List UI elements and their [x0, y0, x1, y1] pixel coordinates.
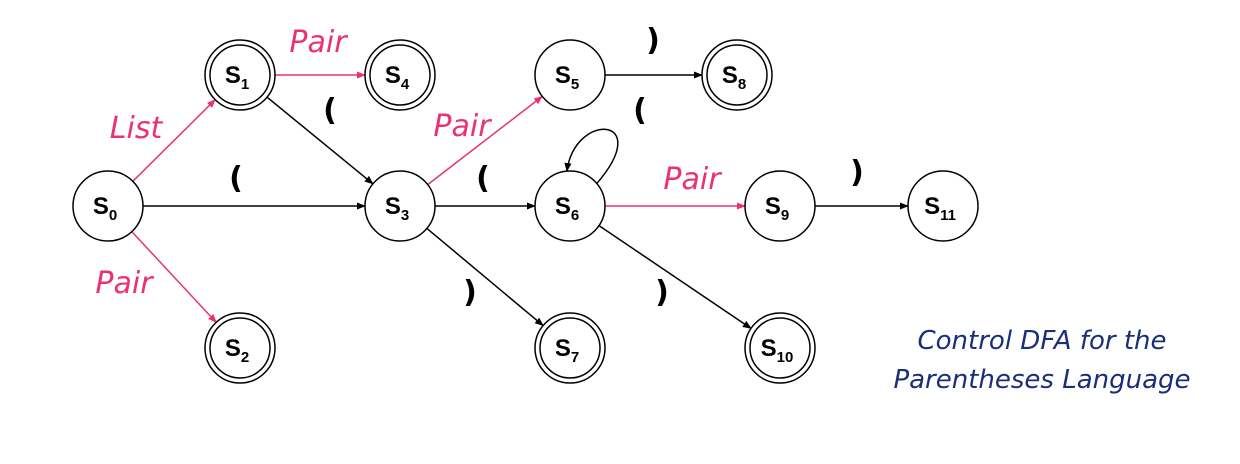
state-label-subscript: 3	[401, 207, 409, 224]
state-label: S11	[924, 193, 956, 224]
state-label-subscript: 9	[781, 207, 789, 224]
state-circle	[534, 39, 606, 111]
state-label-base: S	[385, 62, 401, 89]
transition-label-s1-s3: (	[323, 93, 337, 128]
transition-label-s1-s4: Pair	[289, 25, 348, 60]
accepting-ring	[706, 44, 768, 106]
transition-s6-s10	[598, 224, 752, 330]
state-label-subscript: 6	[571, 207, 579, 224]
state-label-subscript: 11	[940, 207, 956, 224]
transition-label-s3-s7: )	[463, 275, 477, 310]
state-label: S10	[761, 335, 794, 366]
transition-label-s3-s6: (	[476, 161, 490, 196]
state-s2: S2	[204, 312, 276, 384]
state-label-subscript: 7	[571, 349, 579, 366]
state-s6: S6	[534, 170, 606, 242]
state-s0: S0	[72, 170, 144, 242]
state-label-base: S	[385, 193, 401, 220]
state-circle	[364, 170, 436, 242]
state-label: S9	[765, 193, 789, 224]
state-label-subscript: 8	[738, 76, 746, 93]
transition-label-s6-s10: )	[655, 275, 669, 310]
state-label-subscript: 5	[571, 76, 579, 93]
accepting-ring	[209, 317, 271, 379]
caption-line-2: Parentheses Language	[893, 365, 1190, 395]
transition-label-s3-s5: Pair	[433, 109, 492, 144]
state-label: S0	[93, 193, 117, 224]
state-s1: S1	[204, 39, 276, 111]
state-s3: S3	[364, 170, 436, 242]
accepting-ring	[209, 44, 271, 106]
state-label-base: S	[225, 62, 241, 89]
state-s7: S7	[534, 312, 606, 384]
accepting-ring	[539, 317, 601, 379]
state-label-subscript: 10	[777, 349, 794, 366]
state-s10: S10	[744, 312, 816, 384]
state-circle	[744, 170, 816, 242]
state-label-subscript: 1	[241, 76, 249, 93]
transitions-layer	[131, 71, 909, 330]
state-label-base: S	[924, 193, 940, 220]
transition-s0-s2	[131, 231, 217, 324]
transition-s6-s6	[564, 128, 619, 184]
state-label-base: S	[555, 62, 571, 89]
state-label-base: S	[225, 335, 241, 362]
accepting-ring	[369, 44, 431, 106]
state-label-subscript: 4	[401, 76, 410, 93]
state-s5: S5	[534, 39, 606, 111]
state-circle	[907, 170, 979, 242]
state-label: S3	[385, 193, 409, 224]
caption-line-1: Control DFA for the	[917, 326, 1166, 356]
transition-label-s0-s1: List	[110, 111, 164, 146]
state-label-base: S	[765, 193, 781, 220]
transition-label-s5-s8: )	[646, 23, 660, 58]
transition-label-s6-s9: Pair	[663, 162, 722, 197]
state-label-base: S	[722, 62, 738, 89]
transition-label-s0-s3: (	[229, 161, 243, 196]
state-label: S1	[225, 62, 249, 93]
state-s8: S8	[701, 39, 773, 111]
state-circle	[534, 170, 606, 242]
transition-label-s6-s6: (	[633, 93, 647, 128]
state-label: S2	[225, 335, 249, 366]
state-label: S5	[555, 62, 579, 93]
transition-s3-s5	[427, 95, 544, 186]
transition-s1-s3	[266, 96, 374, 185]
state-s9: S9	[744, 170, 816, 242]
state-label-base: S	[555, 335, 571, 362]
transition-label-s9-s11: )	[850, 155, 864, 190]
state-label-base: S	[555, 193, 571, 220]
state-label-base: S	[761, 335, 777, 362]
state-label-subscript: 0	[109, 207, 117, 224]
state-label: S4	[385, 62, 410, 93]
state-s11: S11	[907, 170, 979, 242]
transition-s0-s1	[132, 99, 216, 182]
state-label-subscript: 2	[241, 349, 249, 366]
transition-label-s0-s2: Pair	[95, 266, 154, 301]
state-label: S6	[555, 193, 579, 224]
state-label: S7	[555, 335, 579, 366]
state-circle	[72, 170, 144, 242]
caption: Control DFA for the Parentheses Language	[893, 326, 1190, 395]
state-label: S8	[722, 62, 746, 93]
accepting-ring	[749, 317, 811, 379]
state-s4: S4	[364, 39, 436, 111]
state-label-base: S	[93, 193, 109, 220]
transition-s3-s7	[426, 227, 544, 327]
